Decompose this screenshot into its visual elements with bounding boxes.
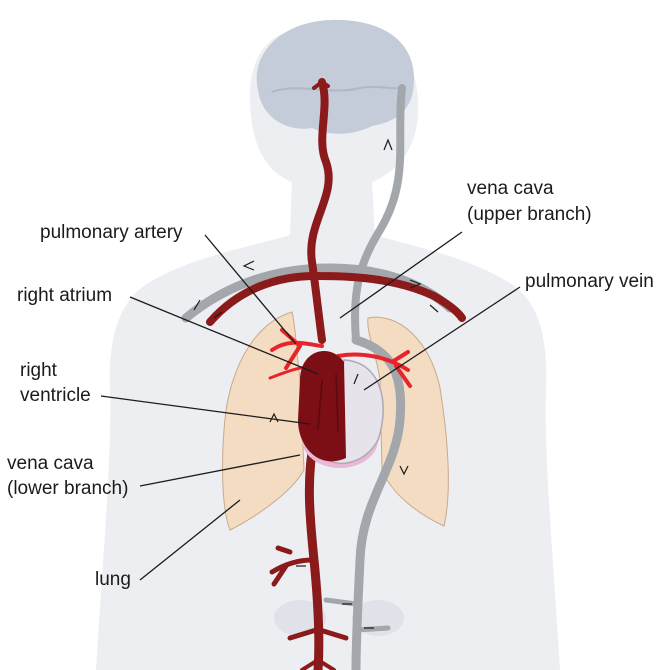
- label-pulmonary-artery: pulmonary artery: [40, 221, 183, 245]
- label-right-ventricle-line1: right: [20, 359, 57, 383]
- label-vena-cava-lower-line1: vena cava: [7, 452, 94, 476]
- label-pulmonary-vein: pulmonary vein: [525, 270, 654, 294]
- label-vena-cava-upper-line1: vena cava: [467, 177, 554, 201]
- brain: [257, 20, 414, 134]
- label-lung: lung: [95, 568, 131, 592]
- label-right-ventricle-line2: ventricle: [20, 384, 91, 408]
- label-right-atrium: right atrium: [17, 284, 112, 308]
- label-vena-cava-upper-line2: (upper branch): [467, 203, 592, 227]
- label-vena-cava-lower-line2: (lower branch): [7, 477, 128, 501]
